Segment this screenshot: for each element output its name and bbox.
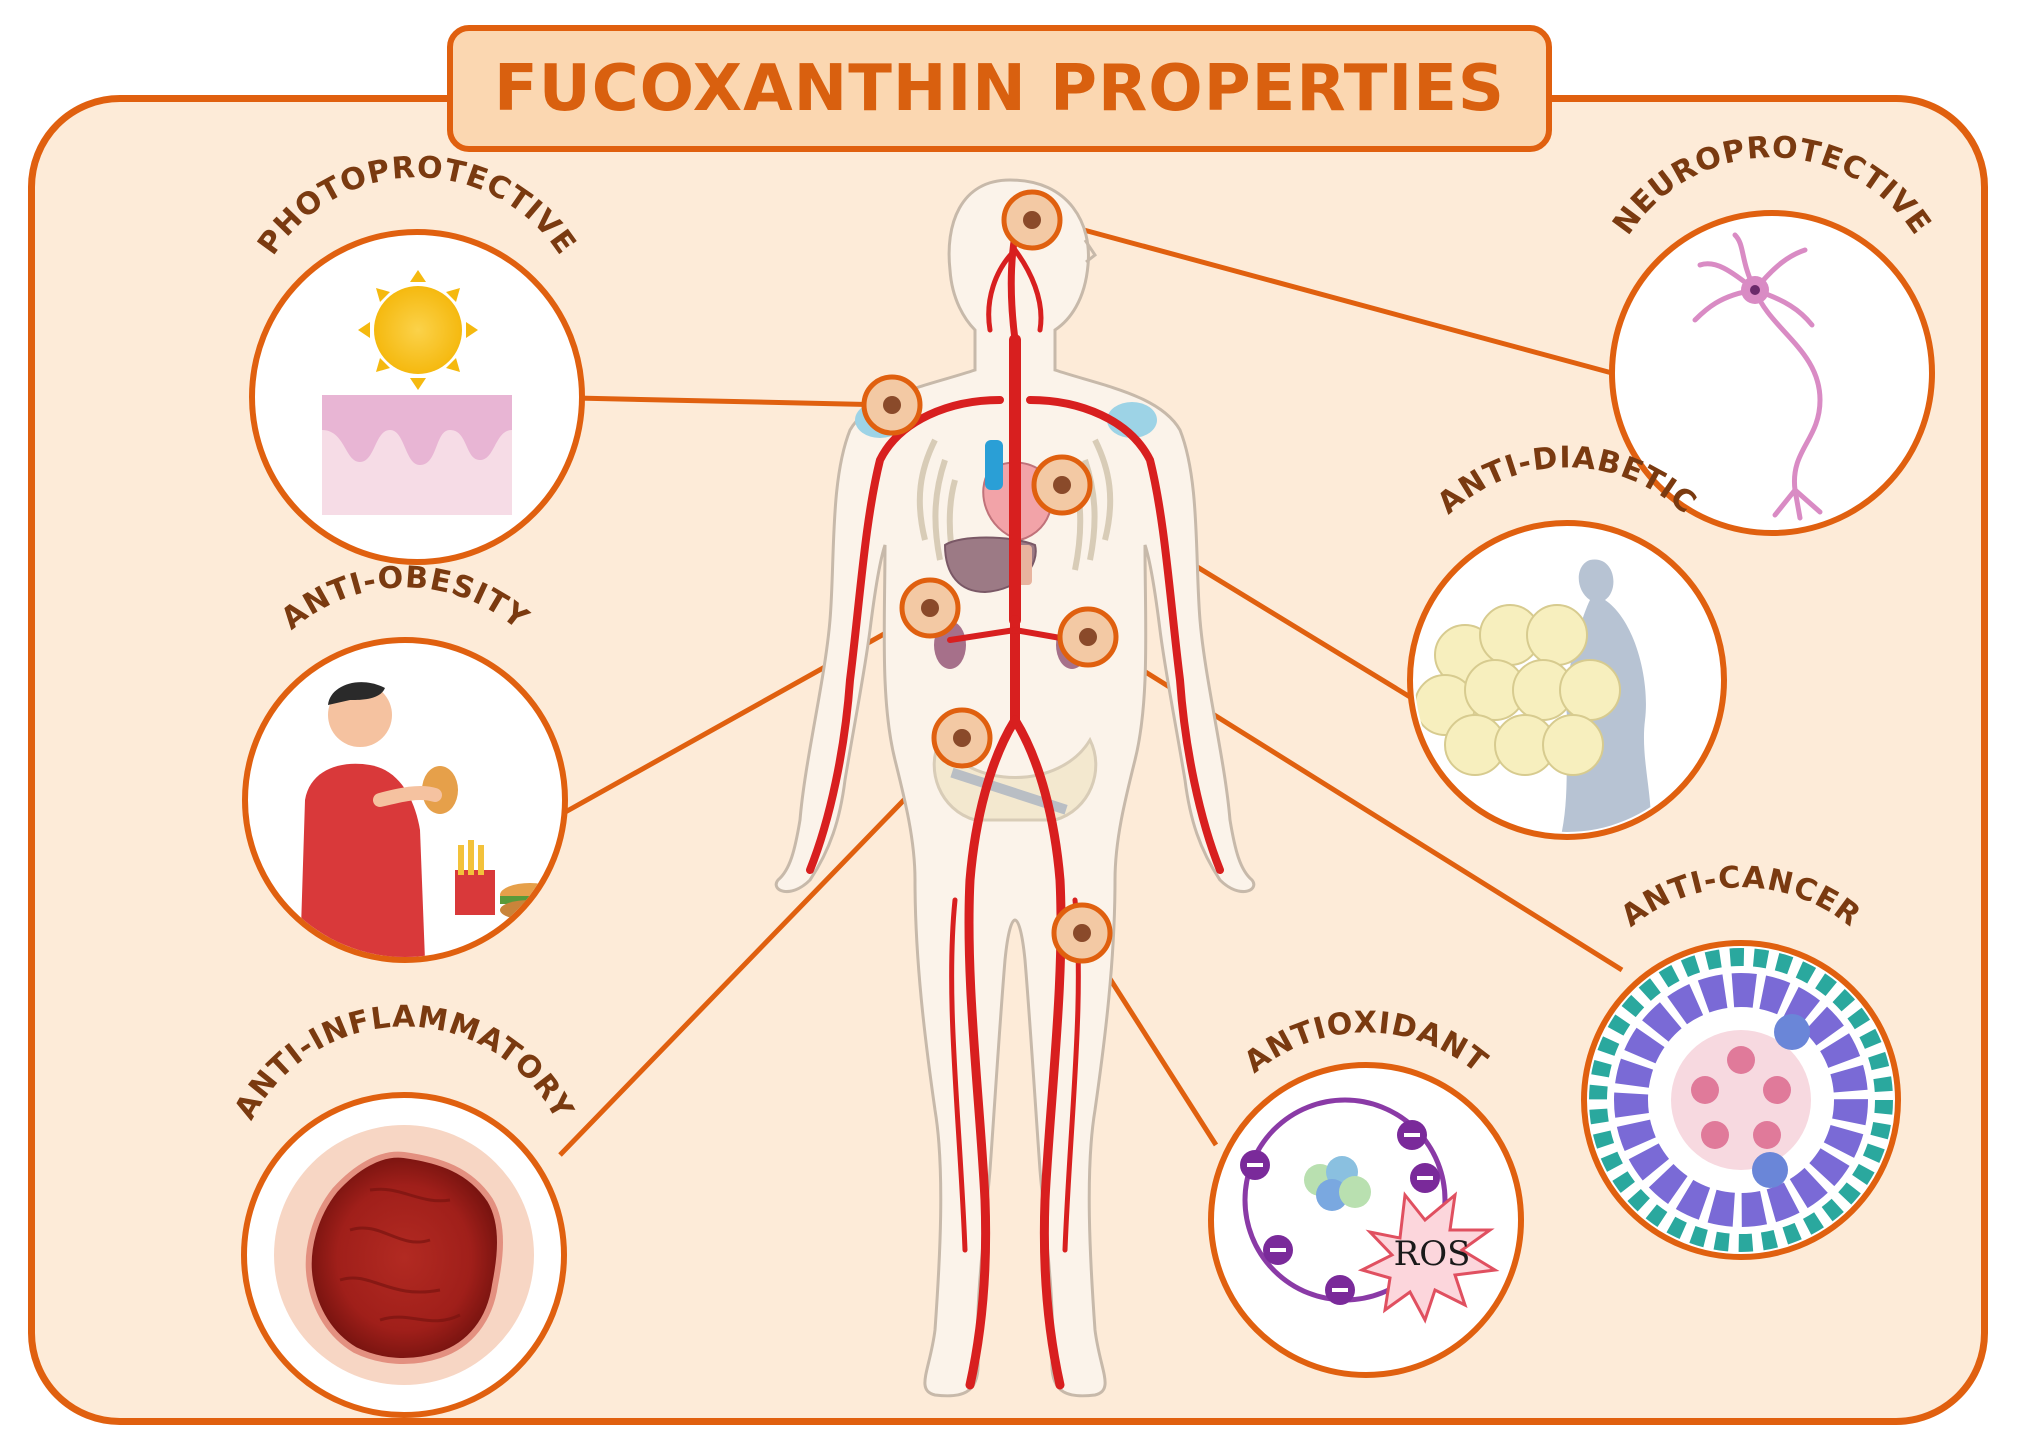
circle-anti-inflammatory: ANTI-INFLAMMATORY	[228, 1000, 579, 1418]
marker-chest	[1031, 454, 1093, 516]
tumor-cells-icon	[1589, 948, 1893, 1252]
connector-anti-obesity	[558, 607, 929, 818]
marker-liver	[899, 577, 961, 639]
label-anti-obesity: ANTI-OBESITY	[275, 560, 535, 637]
marker-abdomen	[931, 707, 993, 769]
circle-antioxidant: ROS ANTIOXIDANT	[1208, 1005, 1524, 1378]
svg-text:ANTI-CANCER: ANTI-CANCER	[1615, 860, 1868, 934]
pelvis	[932, 736, 1098, 822]
sun-icon	[358, 270, 478, 390]
vena-cava	[985, 440, 1003, 490]
marker-shoulder	[861, 374, 923, 436]
title-box: FUCOXANTHIN PROPERTIES	[447, 25, 1552, 152]
electron-icons	[1240, 1120, 1440, 1305]
svg-text:ANTI-OBESITY: ANTI-OBESITY	[275, 560, 536, 637]
circle-anti-diabetic: ANTI-DIABETIC	[1407, 440, 1727, 840]
connector-anti-inflammatory	[558, 738, 964, 1157]
wound-icon	[305, 1151, 503, 1365]
nucleus-icon	[1304, 1156, 1371, 1211]
connector-neuroprotective	[1057, 220, 1613, 376]
diagram-title: FUCOXANTHIN PROPERTIES	[494, 51, 1505, 126]
ros-label: ROS	[1394, 1234, 1471, 1274]
ros-burst-icon	[1357, 1191, 1500, 1324]
connector-photoprotective	[574, 395, 891, 408]
inguinal-ligament-left	[950, 767, 1068, 815]
marker-head	[1001, 189, 1063, 251]
marker-kidney	[1057, 606, 1119, 668]
marker-thigh	[1051, 902, 1113, 964]
circle-anti-cancer: ANTI-CANCER	[1581, 860, 1901, 1260]
adipocytes-icon	[1415, 604, 1621, 776]
skin-layer-icon	[322, 395, 512, 515]
circle-anti-obesity: ANTI-OBESITY	[242, 560, 568, 963]
label-anti-cancer: ANTI-CANCER	[1615, 860, 1867, 934]
human-body	[774, 178, 1256, 1398]
circle-photoprotective: PHOTOPROTECTIVE	[249, 150, 585, 565]
body-markers	[861, 189, 1119, 964]
